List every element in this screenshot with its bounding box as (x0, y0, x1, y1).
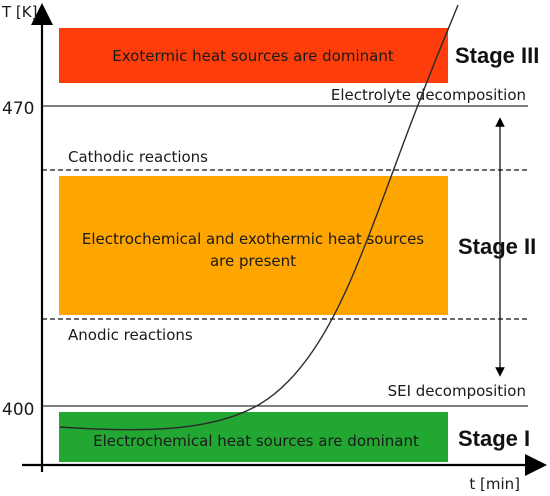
stage2-label: Stage II (458, 234, 536, 259)
x-axis-label: t [min] (469, 475, 520, 493)
sei-label: SEI decomposition (388, 382, 526, 400)
y-tick-400: 400 (2, 400, 34, 420)
stage1-label: Stage I (458, 426, 530, 451)
stage3-label: Stage III (455, 43, 539, 68)
cathodic-label: Cathodic reactions (68, 148, 208, 166)
stage2-box-text-line1: Electrochemical and exothermic heat sour… (82, 230, 424, 248)
stage2-box-text-line2: are present (210, 252, 296, 270)
y-axis-label: T [K] (1, 3, 37, 21)
y-tick-470: 470 (2, 99, 34, 119)
temperature-curve (59, 4, 459, 431)
stage1-box (59, 412, 448, 462)
electrolyte-label: Electrolyte decomposition (331, 86, 526, 104)
stage1-box-text: Electrochemical heat sources are dominan… (93, 432, 419, 450)
stage3-box-text: Exotermic heat sources are dominant (112, 47, 394, 65)
stage3-box (59, 28, 448, 83)
anodic-label: Anodic reactions (68, 326, 193, 344)
